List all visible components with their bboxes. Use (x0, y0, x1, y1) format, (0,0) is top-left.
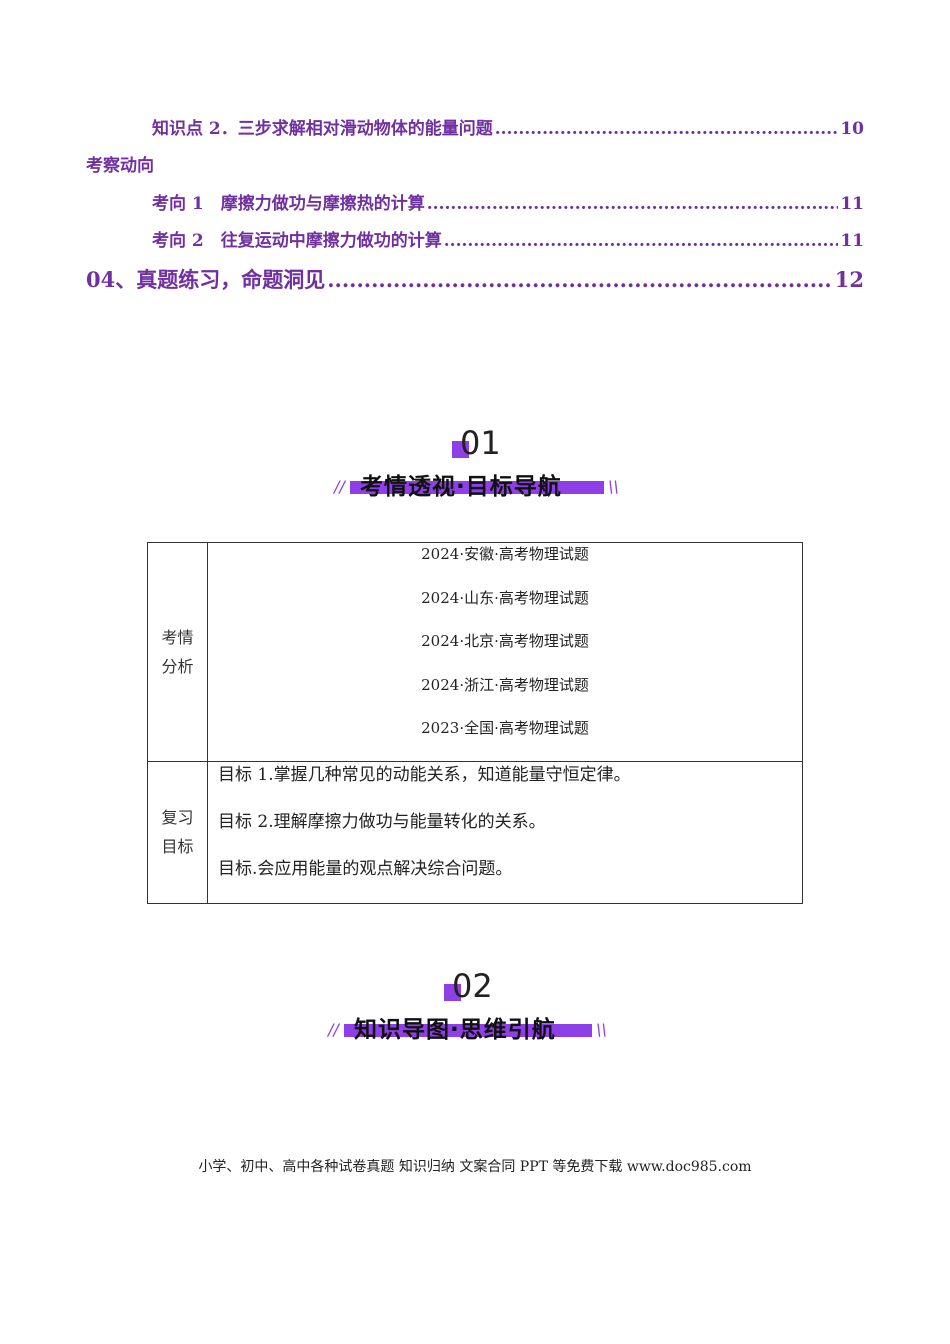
toc-entry-page: 12 (834, 267, 864, 292)
toc-entry[interactable]: 04、真题练习，命题洞见 ...........................… (86, 264, 864, 294)
toc-entry-label: 04、真题练习，命题洞见 (86, 267, 326, 292)
slash-decoration-left: // (328, 1020, 339, 1039)
section-title: 考情透视·目标导航 (360, 474, 562, 500)
toc-entry-page: 11 (840, 231, 864, 251)
list-item: 目标.会应用能量的观点解决综合问题。 (218, 858, 513, 879)
list-item: 2024·山东·高考物理试题 (421, 588, 589, 607)
slash-decoration-left: // (334, 477, 345, 496)
goals-cell: 目标 1.掌握几种常见的动能关系，知道能量守恒定律。 目标 2.理解摩擦力做功与… (207, 760, 803, 904)
section-title-underline (350, 481, 604, 494)
toc-heading: 考察动向 (86, 156, 154, 176)
row-label-line: 分析 (161, 656, 194, 676)
list-item: 2023·全国·高考物理试题 (421, 719, 589, 737)
toc-leader-dots: ........................................… (494, 119, 839, 139)
exam-list-cell: 2024·安徽·高考物理试题 2024·山东·高考物理试题 2024·北京·高考… (207, 542, 803, 762)
list-item: 目标 2.理解摩擦力做功与能量转化的关系。 (218, 811, 546, 832)
list-item: 2024·北京·高考物理试题 (421, 632, 589, 650)
row-label-cell: 考情 分析 (147, 542, 208, 762)
section-number: 01 (460, 424, 501, 462)
section-title-underline (344, 1024, 592, 1037)
section-number-accent (452, 441, 469, 458)
row-label-cell: 复习 目标 (147, 760, 208, 904)
list-item: 2024·安徽·高考物理试题 (421, 545, 589, 563)
toc-entry-label: 考向 2 往复运动中摩擦力做功的计算 (152, 231, 442, 251)
table-row: 复习 目标 目标 1.掌握几种常见的动能关系，知道能量守恒定律。 目标 2.理解… (147, 760, 803, 904)
row-label-line: 考情 (161, 627, 194, 647)
toc-entry-label: 知识点 2．三步求解相对滑动物体的能量问题 (152, 119, 493, 139)
section-number: 02 (452, 967, 493, 1005)
list-item: 2024·浙江·高考物理试题 (421, 675, 589, 694)
list-item: 目标 1.掌握几种常见的动能关系，知道能量守恒定律。 (218, 764, 631, 785)
table-row: 考情 分析 2024·安徽·高考物理试题 2024·山东·高考物理试题 2024… (147, 542, 803, 762)
row-label-line: 复习 (161, 808, 194, 827)
section-header-02: 02 知识导图·思维引航 // \\ (324, 968, 616, 1048)
toc-entry-page: 11 (840, 194, 864, 214)
toc-entry-label: 考向 1 摩擦力做功与摩擦热的计算 (152, 194, 425, 214)
exam-info-table: 考情 分析 2024·安徽·高考物理试题 2024·山东·高考物理试题 2024… (147, 542, 803, 904)
slash-decoration-right: \\ (608, 477, 619, 496)
toc-entry[interactable]: 考向 1 摩擦力做功与摩擦热的计算 ......................… (152, 189, 864, 214)
toc-entry[interactable]: 考向 2 往复运动中摩擦力做功的计算 .....................… (152, 226, 864, 251)
section-number-accent (444, 984, 461, 1001)
page-footer: 小学、初中、高中各种试卷真题 知识归纳 文案合同 PPT 等免费下载 www.d… (198, 1159, 752, 1175)
toc-entry[interactable]: 知识点 2．三步求解相对滑动物体的能量问题 ..................… (152, 114, 864, 139)
row-label-line: 目标 (161, 837, 194, 856)
toc-entry-page: 10 (840, 119, 864, 139)
toc-leader-dots: ........................................… (327, 267, 833, 292)
slash-decoration-right: \\ (596, 1020, 607, 1039)
section-header-01: 01 考情透视·目标导航 // \\ (330, 425, 622, 505)
toc-leader-dots: ........................................… (426, 194, 839, 214)
toc-leader-dots: ........................................… (443, 231, 839, 251)
section-title: 知识导图·思维引航 (354, 1017, 556, 1043)
